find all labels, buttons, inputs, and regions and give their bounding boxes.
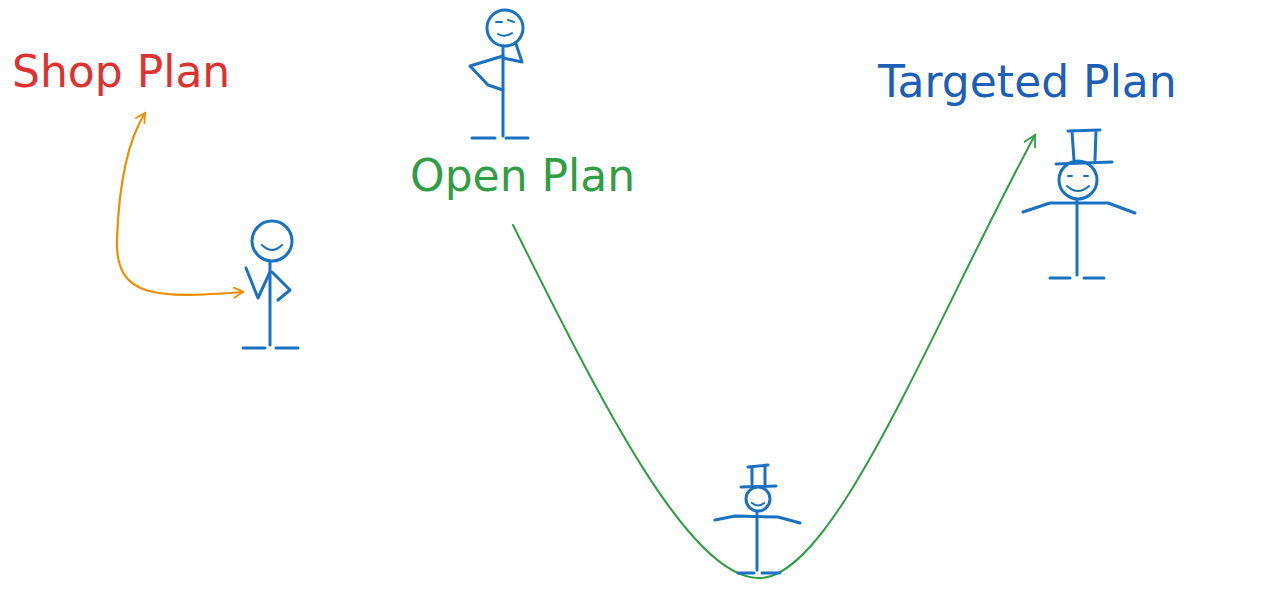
green-arrow xyxy=(513,135,1035,578)
plan-label: Shop Plan xyxy=(12,48,230,96)
plan-label: Targeted Plan xyxy=(878,58,1177,106)
stick-figure xyxy=(715,465,800,573)
plan-label: Open Plan xyxy=(410,152,635,200)
stick-figure xyxy=(470,10,528,138)
stick-figure xyxy=(1023,130,1135,278)
orange-arrow xyxy=(117,113,243,295)
stick-figure xyxy=(243,221,298,348)
